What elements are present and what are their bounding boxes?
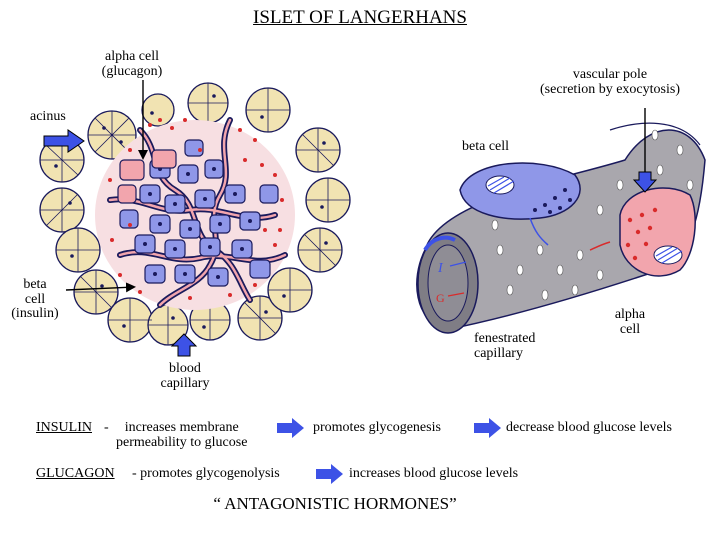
capillary-section: I G <box>416 108 706 334</box>
label-beta-cell-insulin: beta cell (insulin) <box>11 277 59 322</box>
label-alpha-cell-glucagon: alpha cell (glucagon) <box>101 49 163 79</box>
glucagon-effect: - promotes glycogenolysis <box>132 466 280 481</box>
acinus-ring <box>39 82 351 346</box>
label-fenestrated-capillary: fenestrated capillary <box>474 331 536 361</box>
label-vascular-pole: vascular pole (secretion by exocytosis) <box>540 67 680 97</box>
insulin-effect: increases membrane permeability to gluco… <box>116 420 248 450</box>
insulin-term: INSULIN <box>36 420 92 435</box>
islet-blood-dots <box>108 118 284 300</box>
label-acinus: acinus <box>30 109 66 124</box>
islet-section <box>39 80 351 357</box>
page-title: ISLET OF LANGERHANS <box>253 7 467 28</box>
insulin-separator: - <box>104 420 109 435</box>
flow-arrow-1 <box>277 418 304 438</box>
antagonistic-hormones-caption: “ ANTAGONISTIC HORMONES” <box>213 494 457 513</box>
flow-arrow-2 <box>474 418 501 438</box>
pointer-arrow-acinus <box>43 129 85 153</box>
insulin-step-decrease-glucose: decrease blood glucose levels <box>506 420 672 435</box>
beta-cell-on-capillary <box>459 162 581 246</box>
glucagon-step-increase-glucose: increases blood glucose levels <box>349 466 519 481</box>
pointer-arrow-blood-capillary <box>170 333 198 357</box>
label-arrows-left <box>65 80 148 293</box>
alpha-cell-on-capillary <box>589 187 696 277</box>
label-beta-cell-right: beta cell <box>462 139 510 154</box>
islet-alpha-cells <box>117 149 177 204</box>
vascular-pole-arrowhead <box>632 171 658 193</box>
capillary-mark-glucagon: G <box>436 291 445 305</box>
label-blood-capillary: blood capillary <box>160 361 210 391</box>
capillary-mark-insulin: I <box>437 261 444 276</box>
label-alpha-cell-right: alpha cell <box>614 307 646 337</box>
glucagon-term: GLUCAGON <box>36 466 115 481</box>
flow-arrow-3 <box>316 464 343 484</box>
insulin-step-glycogenesis: promotes glycogenesis <box>313 420 441 435</box>
